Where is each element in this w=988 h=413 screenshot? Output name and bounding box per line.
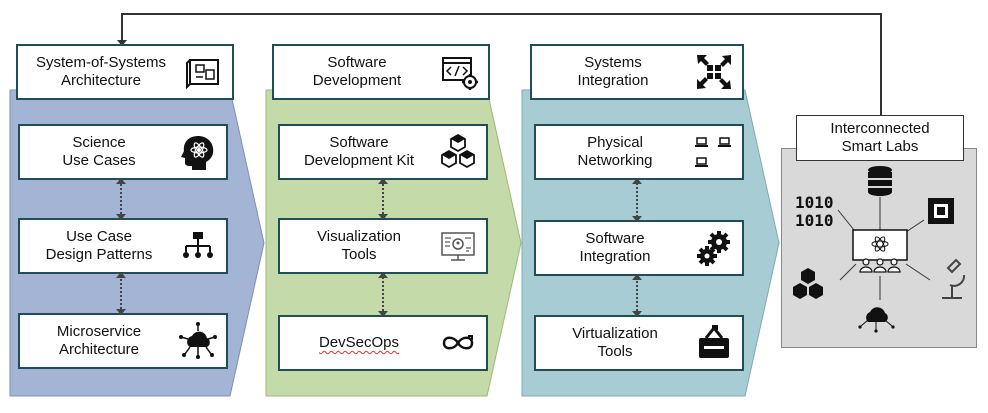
laptops-network-icon [694, 132, 734, 172]
cubes-icon [438, 132, 478, 172]
monitor-dashboard-icon [438, 226, 478, 266]
header-systems-integration: Systems Integration [530, 44, 744, 100]
header-label: Systems Integration [577, 54, 649, 89]
item-label: Science Use Cases [62, 134, 136, 169]
toolbox-icon [694, 323, 734, 363]
dotted-connector [632, 274, 642, 317]
dotted-connector [116, 272, 126, 315]
smart-labs-title: Interconnected Smart Labs [796, 115, 964, 161]
item-label: Use Case Design Patterns [45, 228, 153, 263]
dotted-connector [632, 178, 642, 222]
atom-screen-icon [852, 229, 908, 261]
blueprint-icon [184, 52, 224, 92]
binary-icon: 1010 1010 [795, 193, 834, 230]
item-label: Software Development Kit [303, 134, 415, 169]
code-gear-icon [440, 52, 480, 92]
puzzle-arrows-icon [694, 52, 734, 92]
box-devsecops: DevSecOps [278, 315, 488, 371]
box-use-case-design-patterns: Use Case Design Patterns [18, 218, 228, 274]
item-label: Physical Networking [577, 134, 653, 169]
infinity-loop-icon [438, 323, 478, 363]
microscope-icon [942, 258, 966, 299]
cubes-icon [793, 268, 823, 299]
item-label: Virtualization Tools [572, 325, 658, 360]
dotted-connector [116, 178, 126, 220]
item-label: Visualization Tools [317, 228, 401, 263]
header-label: Software Development [312, 54, 402, 89]
box-science-use-cases: Science Use Cases [18, 124, 228, 180]
gears-icon [694, 228, 734, 268]
header-software-development: Software Development [272, 44, 490, 100]
cloud-network-icon [858, 307, 895, 333]
dotted-connector [378, 272, 388, 317]
box-software-development-kit: Software Development Kit [278, 124, 488, 180]
header-label: System-of-Systems Architecture [35, 54, 167, 89]
brain-atom-icon [178, 132, 218, 172]
item-label: Software Integration [579, 230, 651, 265]
database-icon [868, 166, 892, 196]
box-virtualization-tools: Virtualization Tools [534, 315, 744, 371]
cloud-network-icon [178, 321, 218, 361]
hierarchy-icon [178, 226, 218, 266]
item-label: DevSecOps [318, 334, 400, 351]
item-label: Microservice Architecture [56, 323, 142, 358]
dotted-connector [378, 178, 388, 220]
chip-icon [928, 198, 954, 224]
header-system-of-systems: System-of-Systems Architecture [16, 44, 234, 100]
